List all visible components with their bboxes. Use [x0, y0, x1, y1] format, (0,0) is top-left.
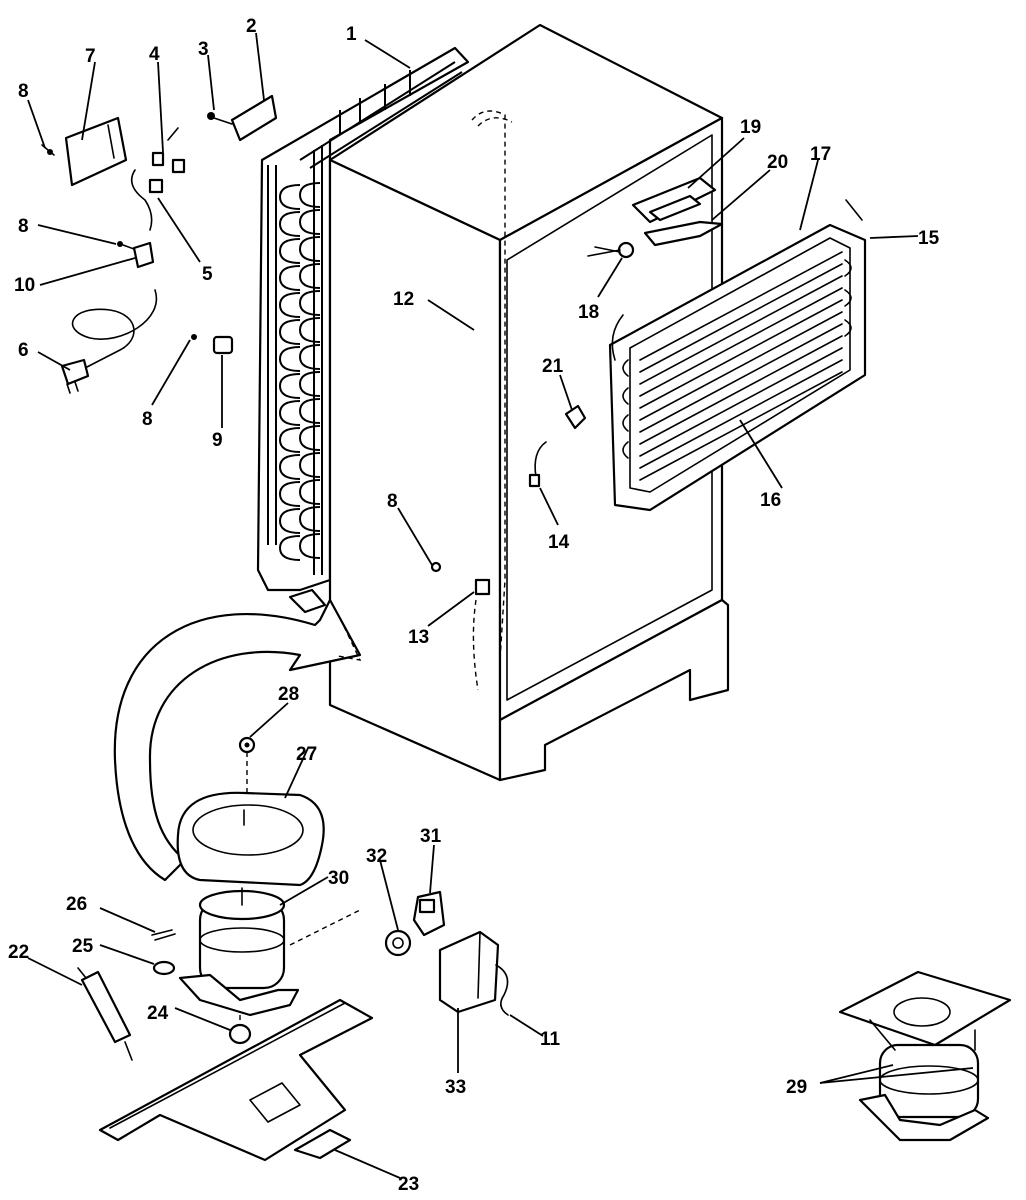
- callout-1: 1: [346, 24, 357, 45]
- callout-4: 4: [149, 44, 160, 65]
- coil-loop: [278, 533, 321, 561]
- grommet-24: [228, 1015, 252, 1045]
- defrost-terminator: [564, 404, 587, 430]
- relay-32: [384, 929, 412, 957]
- evaporator-fin: [639, 299, 843, 409]
- callout-12: 12: [393, 289, 414, 310]
- coil-loop: [278, 209, 321, 237]
- callout-28: 28: [278, 684, 299, 705]
- overload-5: [130, 169, 164, 231]
- coil-loop: [278, 344, 321, 372]
- screw-8-lower: [191, 334, 197, 340]
- clip-26: [151, 929, 176, 941]
- timer-bracket: [643, 220, 724, 247]
- clamp-13: [474, 578, 491, 596]
- callout-7: 7: [85, 46, 96, 67]
- callout-8-top: 8: [18, 81, 29, 102]
- coil-loop: [278, 236, 321, 264]
- callout-21: 21: [542, 356, 564, 377]
- evaporator-fin: [639, 287, 843, 397]
- capacitor-33: [438, 930, 509, 1016]
- capacitor-10: [132, 241, 155, 269]
- callout-26: 26: [66, 894, 87, 915]
- base-plate-23: [98, 998, 374, 1162]
- drier-22: [77, 967, 133, 1061]
- coil-loop: [278, 290, 321, 318]
- wire-harness-14: [528, 441, 547, 488]
- callout-24: 24: [147, 1003, 169, 1024]
- overload-31: [412, 890, 446, 937]
- callout-10: 10: [14, 275, 35, 296]
- callout-18: 18: [578, 302, 599, 323]
- callout-6: 6: [18, 340, 29, 361]
- coil-loop: [278, 452, 321, 480]
- callout-3: 3: [198, 39, 209, 60]
- evaporator-fin: [639, 371, 843, 481]
- callout-19: 19: [740, 117, 761, 138]
- evaporator-fin: [639, 359, 843, 469]
- leader-lines: [27, 32, 974, 1179]
- callout-30: 30: [328, 868, 349, 889]
- callout-20: 20: [767, 152, 788, 173]
- coil-loop: [278, 182, 321, 210]
- coil-loop: [278, 425, 321, 453]
- callout-2: 2: [246, 16, 257, 37]
- screw-8-mid: [117, 241, 135, 250]
- clip-9: [212, 335, 234, 355]
- callout-8-cabinet: 8: [387, 491, 398, 512]
- thermostat: [587, 241, 635, 259]
- callout-14: 14: [548, 532, 570, 553]
- callout-32: 32: [366, 846, 387, 867]
- callout-33: 33: [445, 1077, 466, 1098]
- evaporator-fin: [639, 347, 843, 457]
- coil-loop: [278, 263, 321, 291]
- callout-16: 16: [760, 490, 781, 511]
- coil-loop: [278, 479, 321, 507]
- callout-labels: 1 2 3 4 5 6 7 8 8 8 8 9 10 11 12 13 14 1…: [8, 16, 940, 1195]
- callout-11: 11: [540, 1029, 561, 1050]
- callout-29: 29: [786, 1077, 807, 1098]
- coil-loop: [278, 398, 321, 426]
- callout-15: 15: [918, 228, 940, 249]
- screw-3: [207, 112, 233, 125]
- callout-9: 9: [212, 430, 223, 451]
- callout-27: 27: [296, 744, 317, 765]
- evaporator-fin: [639, 311, 843, 421]
- inset-compressor-29: [838, 970, 1012, 1142]
- callout-13: 13: [408, 627, 429, 648]
- callout-25: 25: [72, 936, 94, 957]
- coil-loop: [278, 317, 321, 345]
- evaporator-fin: [639, 263, 843, 373]
- grommet-25: [152, 960, 176, 976]
- coil-loop: [278, 371, 321, 399]
- power-cord-6: [60, 289, 158, 394]
- callout-8-lower: 8: [142, 409, 153, 430]
- coil-loop: [278, 506, 321, 534]
- refrigerator-cabinet: [328, 23, 730, 782]
- evaporator-coil: [608, 199, 867, 512]
- evaporator-fin: [639, 251, 843, 361]
- compressor-30: [178, 887, 361, 1017]
- callout-8-mid: 8: [18, 216, 29, 237]
- bracket-2: [230, 94, 278, 142]
- screw-8-cabinet: [430, 561, 442, 573]
- evaporator-fin: [639, 323, 843, 433]
- defrost-timer: [631, 176, 717, 224]
- bracket-7: [64, 116, 128, 187]
- callout-17: 17: [810, 144, 831, 165]
- grommet-28: [238, 736, 256, 808]
- drain-pan-27: [176, 791, 325, 887]
- evaporator-fin: [639, 275, 843, 385]
- callout-31: 31: [420, 826, 442, 847]
- relay-4: [151, 127, 186, 174]
- callout-23: 23: [398, 1174, 419, 1195]
- callout-22: 22: [8, 942, 29, 963]
- evaporator-fin: [639, 335, 843, 445]
- callout-5: 5: [202, 264, 213, 285]
